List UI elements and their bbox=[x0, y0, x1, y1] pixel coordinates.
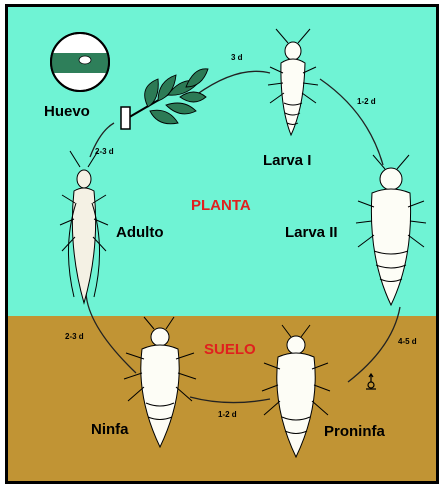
egg-in-leaf-magnified-icon bbox=[51, 33, 109, 91]
arc-egg-to-larva1 bbox=[196, 71, 270, 95]
stage-label-larva1: Larva I bbox=[263, 152, 311, 169]
duration-pronymph-to-nymph: 1-2 d bbox=[218, 410, 237, 419]
larva1-insect bbox=[268, 29, 318, 135]
nymph-insect bbox=[124, 317, 196, 447]
leaf-sprig-icon bbox=[121, 69, 208, 129]
soil-zone-label: SUELO bbox=[204, 341, 256, 358]
arc-larva1-to-larva2 bbox=[320, 79, 383, 165]
arc-pronymph-to-nymph bbox=[190, 397, 270, 403]
arc-larva2-to-pronymph bbox=[348, 307, 400, 382]
stage-label-adult: Adulto bbox=[116, 224, 163, 241]
plant-zone-label: PLANTA bbox=[191, 197, 251, 214]
male-symbol-icon bbox=[366, 374, 376, 389]
duration-larva1-to-larva2: 1-2 d bbox=[357, 97, 376, 106]
stage-label-egg: Huevo bbox=[44, 103, 90, 120]
pronymph-insect bbox=[262, 325, 330, 457]
arc-nymph-to-adult bbox=[86, 293, 136, 373]
stage-label-nymph: Ninfa bbox=[91, 421, 129, 438]
duration-adult-to-egg: 2-3 d bbox=[95, 147, 114, 156]
larva2-insect bbox=[356, 155, 426, 305]
life-cycle-frame: PLANTA SUELO Huevo Larva I Larva II Adul… bbox=[5, 4, 439, 484]
adult-insect bbox=[60, 151, 108, 303]
duration-nymph-to-adult: 2-3 d bbox=[65, 332, 84, 341]
duration-larva2-to-pronymph: 4-5 d bbox=[398, 337, 417, 346]
stage-label-pronymph: Proninfa bbox=[324, 423, 385, 440]
stage-label-larva2: Larva II bbox=[285, 224, 338, 241]
duration-egg-to-larva1: 3 d bbox=[231, 53, 243, 62]
